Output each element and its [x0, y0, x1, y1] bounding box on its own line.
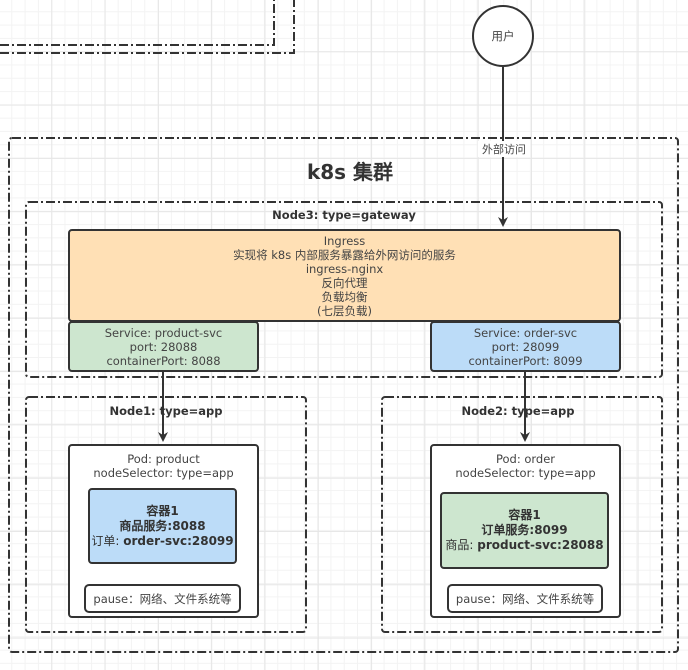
service-line: Service: product-svc [104, 325, 223, 340]
order-svc-box[interactable]: Service: order-svc port: 28099 container… [430, 321, 621, 372]
ingress-line: (七层负载) [317, 303, 372, 318]
pod-line: Pod: product [127, 452, 200, 466]
node2-title: Node2: type=app [461, 404, 575, 418]
container-ref: product-svc:28088 [477, 538, 604, 552]
container-ref-line: 商品: product-svc:28088 [445, 538, 603, 553]
ingress-line: 实现将 k8s 内部服务暴露给外网访问的服务 [233, 247, 456, 262]
order-container-box[interactable]: 容器1 订单服务:8099 商品: product-svc:28088 [440, 492, 609, 569]
container-ref-prefix: 商品: [445, 538, 478, 552]
partial-frame-inner [0, 0, 275, 46]
service-line: Service: order-svc [473, 325, 578, 340]
cluster-title: k8s 集群 [306, 160, 394, 184]
ingress-line: 负载均衡 [321, 289, 368, 304]
node3-title: Node3: type=gateway [272, 208, 416, 222]
service-line: containerPort: 8099 [468, 353, 583, 368]
container-ref-line: 订单: order-svc:28099 [91, 534, 233, 549]
product-container-box[interactable]: 容器1 商品服务:8088 订单: order-svc:28099 [88, 488, 237, 564]
pod-line: nodeSelector: type=app [93, 466, 234, 480]
ingress-box[interactable]: Ingress 实现将 k8s 内部服务暴露给外网访问的服务 ingress-n… [68, 229, 621, 322]
external-access-label: 外部访问 [478, 141, 530, 157]
container-ref: order-svc:28099 [123, 533, 234, 548]
ingress-line: ingress-nginx [305, 261, 384, 276]
service-line: containerPort: 8088 [106, 353, 221, 368]
product-pause-box[interactable]: pause：网络、文件系统等 [84, 584, 241, 613]
pod-line: nodeSelector: type=app [455, 466, 596, 480]
service-line: port: 28088 [129, 339, 198, 354]
container-service: 商品服务:8088 [119, 518, 206, 533]
container-ref-prefix: 订单: [91, 533, 124, 548]
user-node[interactable]: 用户 [472, 5, 534, 67]
pod-line: Pod: order [495, 452, 556, 466]
container-service: 订单服务:8099 [481, 523, 568, 537]
user-label: 用户 [491, 29, 515, 43]
ingress-line: Ingress [323, 233, 366, 248]
partial-frame-outer [0, 0, 295, 54]
node1-title: Node1: type=app [109, 404, 223, 418]
order-pause-box[interactable]: pause：网络、文件系统等 [447, 584, 603, 613]
ingress-line: 反向代理 [321, 275, 368, 290]
container-name: 容器1 [146, 503, 179, 518]
product-svc-box[interactable]: Service: product-svc port: 28088 contain… [68, 321, 259, 372]
service-line: port: 28099 [491, 339, 560, 354]
container-name: 容器1 [508, 508, 541, 522]
